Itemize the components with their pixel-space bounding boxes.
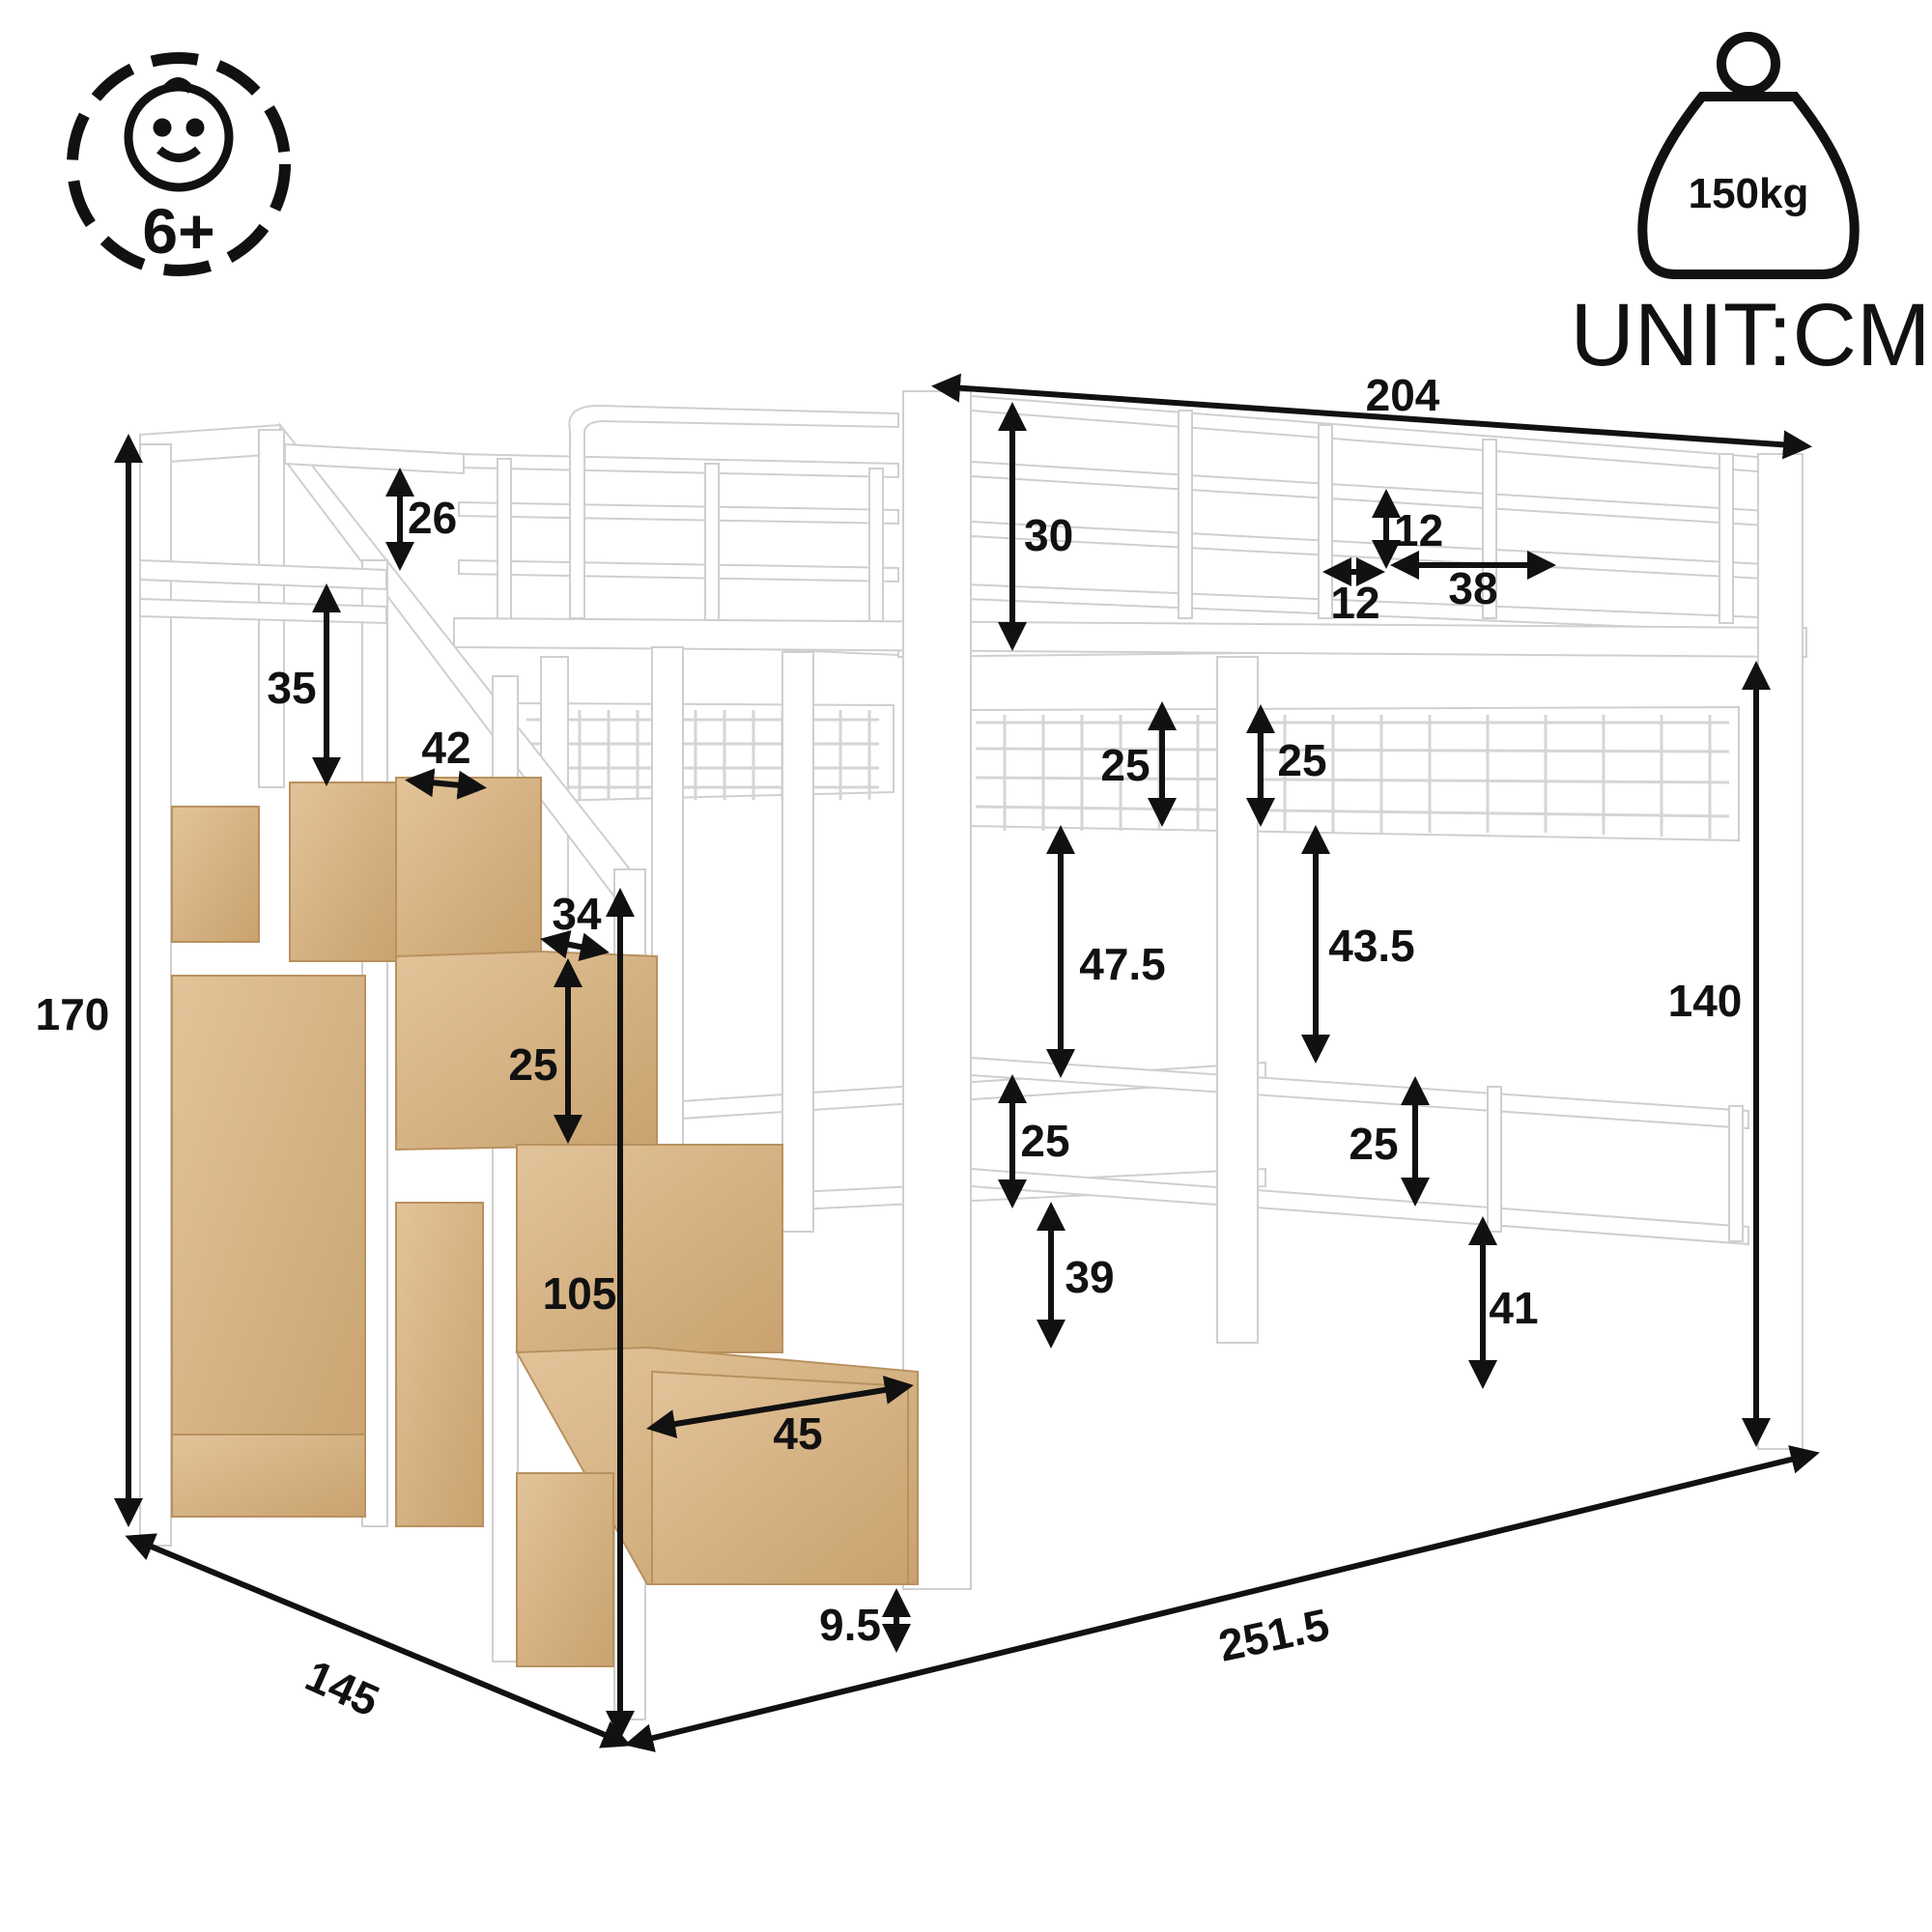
lower-rails	[680, 1056, 1749, 1246]
depth-label: 145	[298, 1650, 386, 1726]
upper-compartment-label: 35	[267, 663, 316, 713]
guardrail-height-label: 30	[1024, 510, 1073, 560]
dim-line-stair-depth-top	[405, 768, 487, 800]
weight-badge: 150kg	[1637, 32, 1860, 279]
mesh-left-label: 25	[1100, 740, 1150, 790]
stair-height-label: 105	[543, 1268, 617, 1319]
dim-line-length	[624, 1445, 1820, 1752]
leg-right-label: 41	[1489, 1283, 1538, 1333]
lower-rail-left-label: 25	[1020, 1116, 1069, 1166]
overall-height-label: 170	[36, 989, 110, 1039]
gap-left-label: 47.5	[1079, 939, 1166, 989]
age-badge: 6+	[67, 52, 291, 276]
shelf-height-label: 12	[1394, 505, 1443, 555]
stair-rise-label: 25	[508, 1039, 557, 1090]
dashed-circle-icon	[67, 52, 291, 276]
dimension-lines	[114, 373, 1820, 1752]
weight-label: 150kg	[1689, 170, 1809, 217]
bed-deck	[453, 616, 1807, 659]
step-width-label: 45	[773, 1408, 822, 1459]
gap-right-label: 43.5	[1328, 921, 1415, 971]
dim-line-step-width	[646, 1376, 914, 1438]
stair-step-label: 34	[552, 889, 602, 939]
under-height-label: 140	[1668, 976, 1743, 1026]
top-length-label: 204	[1366, 370, 1440, 420]
shelf-depth-label: 12	[1330, 578, 1379, 628]
mesh-right-label: 25	[1277, 735, 1326, 785]
rail-top-gap-label: 26	[408, 493, 457, 543]
leg-left-label: 39	[1065, 1252, 1114, 1302]
dim-line-top-length	[931, 373, 1812, 460]
loft-bed-illustration	[139, 390, 1807, 1720]
unit-label: UNIT:CM	[1570, 286, 1930, 384]
length-label: 251.5	[1214, 1599, 1333, 1671]
baby-face-icon	[124, 77, 234, 192]
dim-line-depth	[125, 1533, 632, 1748]
age-label: 6+	[142, 195, 214, 267]
lower-rail-right-label: 25	[1349, 1119, 1398, 1169]
floor-clearance-label: 9.5	[819, 1600, 881, 1650]
top-guardrail	[458, 394, 1783, 659]
shelf-width-label: 38	[1448, 563, 1497, 613]
dim-line-stair-step	[540, 929, 610, 962]
weight-icon	[1637, 32, 1860, 279]
stair-depth-top-label: 42	[421, 723, 470, 773]
